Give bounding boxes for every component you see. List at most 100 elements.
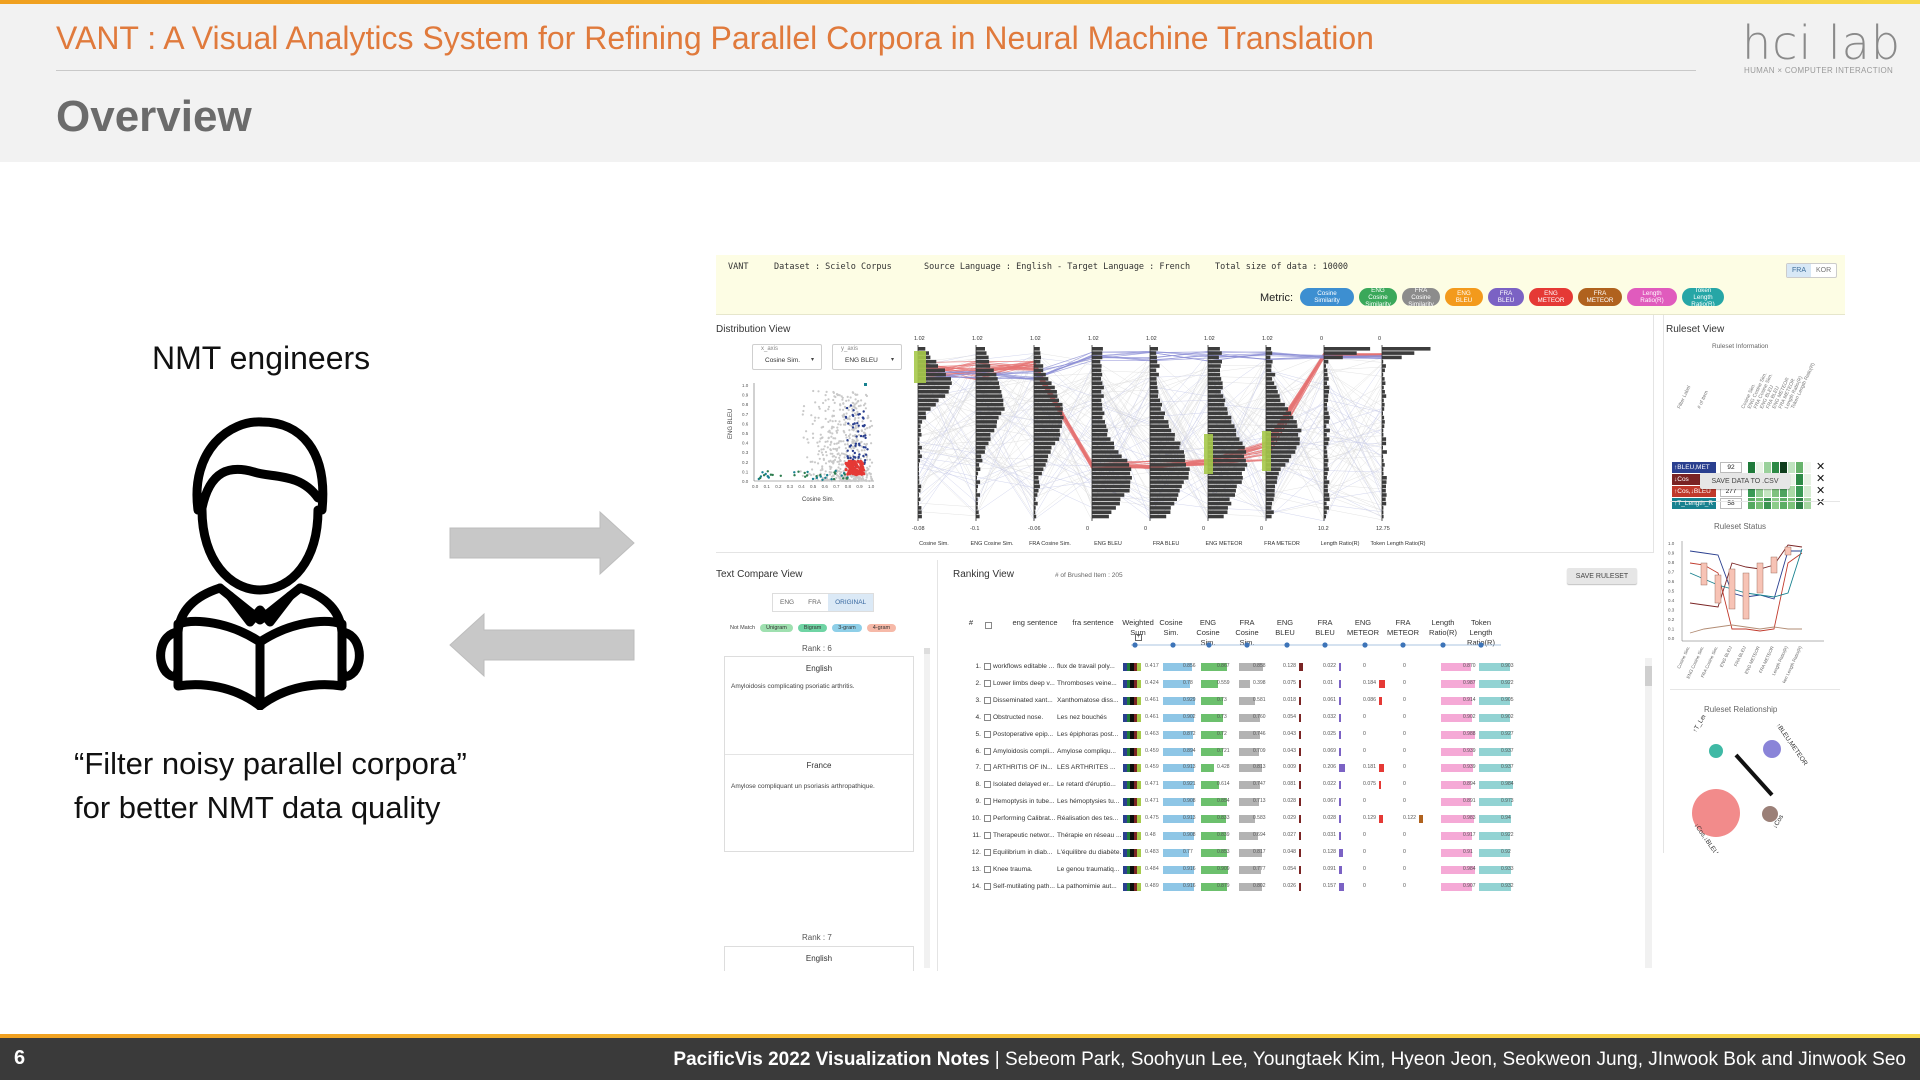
ranking-column-header[interactable]: # — [968, 618, 974, 627]
ranking-scrollbar[interactable] — [1645, 658, 1652, 968]
pcp-brush[interactable] — [1204, 434, 1213, 474]
row-checkbox[interactable] — [984, 747, 991, 755]
table-row[interactable]: 2.Lower limbs deep v...Thromboses veine.… — [965, 678, 1514, 692]
y-axis-select[interactable]: y_axis ENG BLEU ▾ — [832, 344, 902, 370]
fra-sentence[interactable]: flux de travail poly... — [1057, 663, 1115, 670]
close-icon[interactable]: ✕ — [1816, 461, 1826, 473]
node-cos-bleu[interactable] — [1692, 789, 1740, 837]
eng-sentence[interactable]: Hemoptysis in tube... — [993, 798, 1055, 806]
fra-sentence[interactable]: Les hémoptysies tu... — [1057, 798, 1120, 806]
text-compare-tabs[interactable]: ENG FRA ORIGINAL — [772, 593, 875, 612]
table-row[interactable]: 6.Amyloidosis compli...Amylose compliqu.… — [965, 746, 1514, 760]
metric-chip[interactable]: Token Length Ratio(R) — [1682, 287, 1724, 308]
ranking-column-header[interactable]: Cosine Sim. — [1159, 618, 1183, 637]
lang-fra-button[interactable]: FRA — [1787, 264, 1811, 277]
weight-slider-handle[interactable] — [1244, 642, 1250, 648]
row-checkbox[interactable] — [984, 696, 991, 704]
pcp-brush[interactable] — [1262, 431, 1271, 471]
save-ruleset-button[interactable]: SAVE RULESET — [1567, 568, 1637, 584]
table-row[interactable]: 11.Therapeutic networ...Thérapie en rése… — [965, 830, 1514, 844]
4gram-chip[interactable]: 4-gram — [866, 624, 897, 632]
ranking-column-header[interactable]: FRA METEOR — [1386, 618, 1420, 637]
pcp-brush[interactable] — [914, 351, 926, 383]
weight-slider-handle[interactable] — [1440, 642, 1446, 648]
row-checkbox[interactable] — [984, 882, 991, 890]
row-checkbox[interactable] — [984, 764, 991, 772]
ranking-column-header[interactable]: Weighted Sum — [1122, 618, 1154, 637]
eng-sentence[interactable]: Amyloidosis compli... — [993, 747, 1055, 755]
weight-slider-handle[interactable] — [1132, 642, 1138, 648]
scrollbar-thumb[interactable] — [1645, 666, 1652, 686]
metric-chip[interactable]: FRA METEOR — [1578, 288, 1622, 306]
add-weight-icon[interactable]: + — [1135, 634, 1142, 641]
fra-sentence[interactable]: Réalisation des tes... — [1057, 815, 1119, 823]
metric-chip[interactable]: Cosine Similarity — [1300, 288, 1354, 306]
table-row[interactable]: 12.Equilibrium in diab...L'équilibre du … — [965, 847, 1511, 861]
table-row[interactable]: 5.Postoperative epip...Les épiphoras pos… — [965, 729, 1514, 743]
fra-sentence[interactable]: La pathomimie aut... — [1057, 882, 1117, 890]
weight-slider-handle[interactable] — [1170, 642, 1176, 648]
ranking-column-header[interactable]: ENG BLEU — [1275, 618, 1295, 637]
metric-chip[interactable]: ENG BLEU — [1445, 288, 1483, 306]
ranking-column-header[interactable]: fra sentence — [1072, 618, 1114, 627]
fra-sentence[interactable]: Amylose compliqu... — [1057, 747, 1116, 755]
table-row[interactable]: 14.Self-mutilating path...La pathomimie … — [965, 881, 1514, 895]
close-icon[interactable]: ✕ — [1816, 485, 1826, 497]
weight-slider-handle[interactable] — [1400, 642, 1406, 648]
fra-sentence[interactable]: LES ARTHRITES ... — [1057, 764, 1116, 772]
weight-slider-handle[interactable] — [1478, 642, 1484, 648]
row-checkbox[interactable] — [984, 730, 991, 738]
table-row[interactable]: 3.Disseminated xant...Xanthomatose diss.… — [965, 695, 1514, 709]
table-row[interactable]: 10.Performing Calibrat...Réalisation des… — [965, 813, 1511, 827]
eng-sentence[interactable]: ARTHRITIS OF IN... — [993, 764, 1053, 772]
table-row[interactable]: 13.Knee trauma.Le genou traumatiq...0.48… — [965, 864, 1514, 878]
ranking-column-header[interactable]: eng sentence — [1012, 618, 1058, 627]
row-checkbox[interactable] — [984, 815, 991, 823]
metric-chip[interactable]: Length Ratio(R) — [1627, 288, 1677, 306]
fra-sentence[interactable]: Xanthomatose diss... — [1057, 696, 1119, 704]
ranking-column-header[interactable]: FRA BLEU — [1315, 618, 1335, 637]
row-checkbox[interactable] — [984, 781, 991, 789]
fra-sentence[interactable]: Thérapie en réseau ... — [1057, 832, 1121, 839]
row-checkbox[interactable] — [984, 865, 991, 873]
lang-kor-button[interactable]: KOR — [1816, 267, 1832, 274]
fra-sentence[interactable]: Les épiphoras post... — [1057, 730, 1119, 738]
select-all-checkbox[interactable] — [985, 622, 992, 629]
row-checkbox[interactable] — [984, 713, 991, 721]
eng-sentence[interactable]: Isolated delayed er... — [993, 781, 1054, 789]
ranking-column-header[interactable]: Length Ratio(R) — [1429, 618, 1457, 637]
tab-original[interactable]: ORIGINAL — [828, 594, 874, 611]
x-axis-select[interactable]: x_axis Cosine Sim. ▾ — [752, 344, 822, 370]
node-bleu-meteor[interactable] — [1763, 740, 1781, 758]
metric-chip[interactable]: ENG Cosine Similarity — [1359, 287, 1397, 308]
eng-sentence[interactable]: Obstructed nose. — [993, 713, 1044, 721]
eng-sentence[interactable]: workflows editable ... — [993, 663, 1055, 670]
row-checkbox[interactable] — [984, 832, 991, 839]
eng-sentence[interactable]: Equilibrium in diab... — [993, 848, 1053, 856]
row-checkbox[interactable] — [984, 663, 991, 670]
tab-eng[interactable]: ENG — [780, 599, 795, 606]
3gram-chip[interactable]: 3-gram — [832, 624, 862, 632]
save-data-csv-button[interactable]: SAVE DATA TO .CSV — [1700, 473, 1790, 489]
fra-sentence[interactable]: Les nez bouchés — [1057, 713, 1107, 721]
tab-fra[interactable]: FRA — [808, 599, 822, 606]
metric-chip[interactable]: FRA BLEU — [1488, 288, 1524, 306]
close-icon[interactable]: ✕ — [1816, 497, 1826, 509]
node-cos[interactable] — [1762, 806, 1778, 822]
row-checkbox[interactable] — [984, 798, 991, 806]
table-row[interactable]: 7.ARTHRITIS OF IN...LES ARTHRITES ...0.4… — [965, 762, 1514, 776]
row-checkbox[interactable] — [984, 679, 991, 687]
metric-chip[interactable]: FRA Cosine Similarity — [1402, 287, 1440, 308]
ranking-weight-sliders[interactable] — [945, 640, 1655, 650]
fra-sentence[interactable]: Le retard d'éruptio... — [1057, 781, 1116, 789]
eng-sentence[interactable]: Lower limbs deep v... — [993, 679, 1055, 687]
